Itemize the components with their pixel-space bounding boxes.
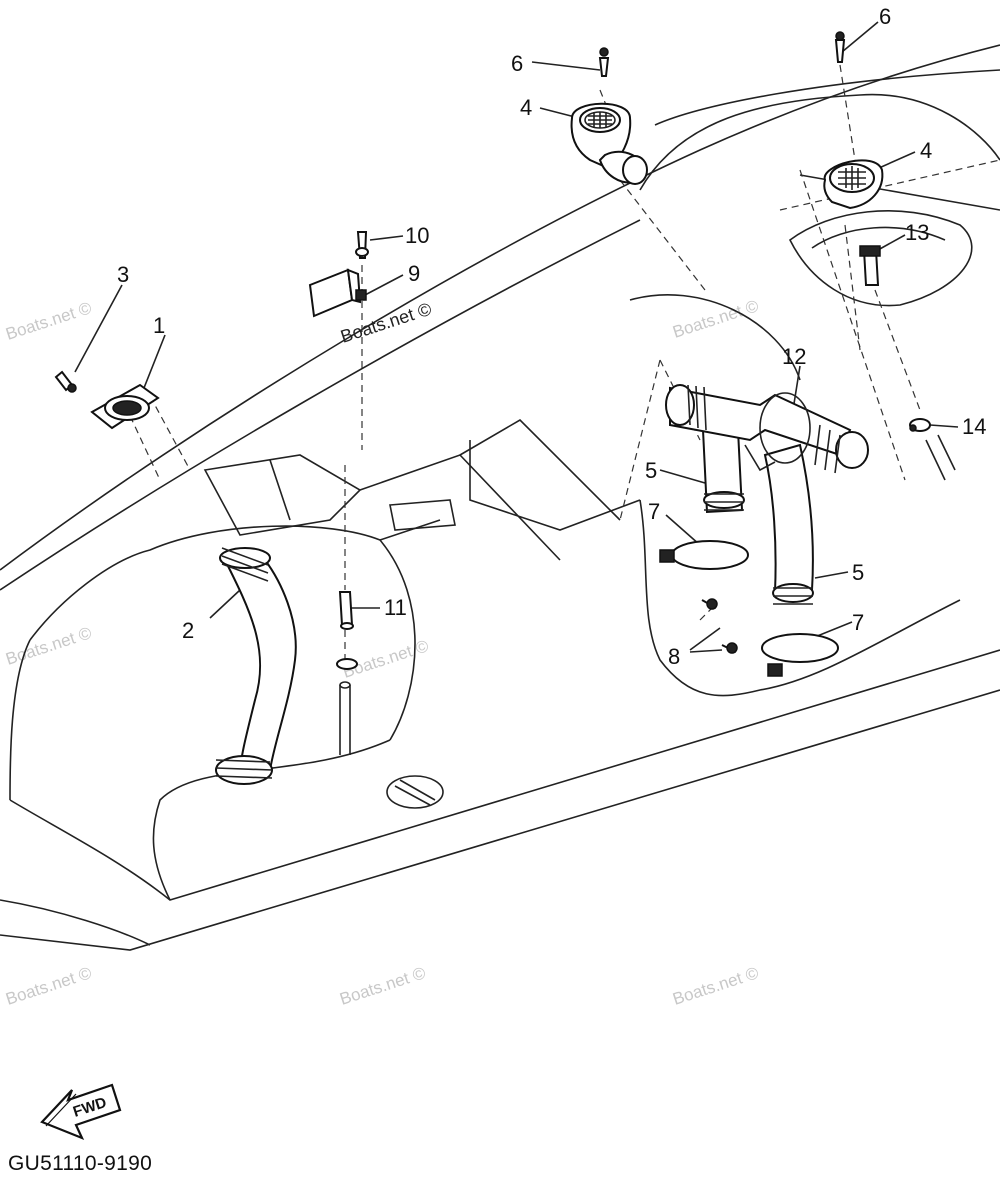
callout-4b: 4 (920, 138, 932, 163)
part-5-hose-right (763, 443, 814, 605)
watermark: Boats.net © (670, 963, 761, 1009)
callout-9: 9 (408, 261, 420, 286)
part-6-rivet-right (834, 31, 846, 63)
callout-2: 2 (182, 618, 194, 643)
callout-11: 11 (384, 595, 407, 620)
part-7-clamp-lower (761, 633, 839, 677)
part-12-air-duct (665, 384, 869, 474)
part-11-pin (336, 591, 358, 670)
hull-outline (0, 44, 1000, 951)
part-4-vent-cap-left (570, 102, 648, 185)
part-7-clamp-upper (659, 540, 749, 570)
callout-13: 13 (905, 220, 929, 245)
callout-5a: 5 (645, 458, 657, 483)
part-5-hose-left (701, 429, 745, 514)
watermark: Boats.net © (3, 298, 94, 344)
callout-8: 8 (668, 644, 680, 669)
part-8-screws (701, 598, 738, 654)
fwd-arrow-icon: FWD (40, 1083, 122, 1141)
part-4-vent-cap-right (823, 159, 884, 210)
watermark: Boats.net © (3, 963, 94, 1009)
watermark: Boats.net © (340, 636, 431, 682)
callout-10: 10 (405, 223, 429, 248)
callout-6b: 6 (879, 4, 891, 29)
part-3-rivet (54, 370, 77, 393)
part-10-rivet (355, 231, 369, 259)
callout-12: 12 (782, 344, 806, 369)
part-13-bolt (859, 245, 881, 286)
callout-3: 3 (117, 262, 129, 287)
callout-14: 14 (962, 414, 986, 439)
part-6-rivet-left (598, 47, 610, 77)
callout-5b: 5 (852, 560, 864, 585)
callout-6a: 6 (511, 51, 523, 76)
callout-7a: 7 (648, 499, 660, 524)
reference-code: GU51110-9190 (8, 1152, 153, 1175)
watermark: Boats.net © (338, 299, 434, 347)
callout-labels: 1 2 3 4 4 5 5 6 6 7 7 8 9 10 11 12 13 14 (117, 4, 986, 669)
callout-7b: 7 (852, 610, 864, 635)
watermark: Boats.net © (3, 623, 94, 669)
part-9-bracket (308, 268, 367, 318)
watermark: Boats.net © (337, 963, 428, 1009)
part-1-duct-flange (90, 383, 160, 430)
part-14-clip (909, 418, 931, 432)
callout-1: 1 (153, 313, 165, 338)
callout-4a: 4 (520, 95, 532, 120)
part-2-ventilation-hose (215, 547, 297, 785)
